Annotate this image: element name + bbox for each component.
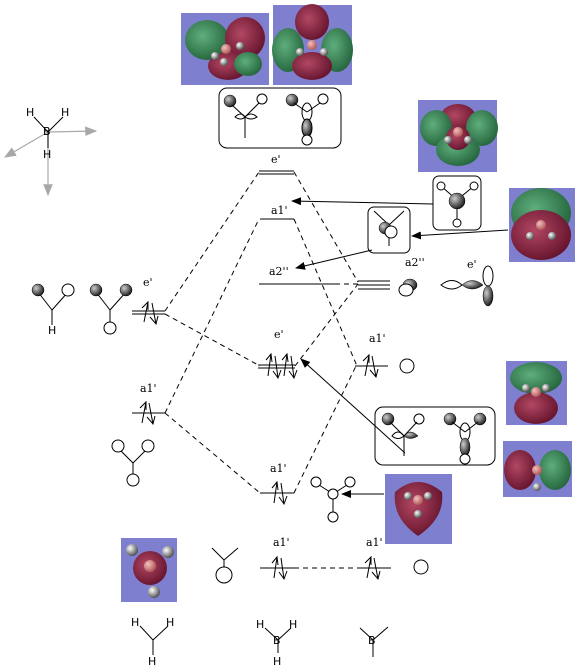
- electron-arrows-left: [139, 300, 159, 426]
- bottom-b-atom: B: [368, 634, 376, 647]
- left-label-e: e': [143, 276, 153, 289]
- orbital-render-a1-upper-right: [509, 188, 575, 262]
- level-label-a2: a2'': [269, 265, 289, 278]
- left-e1-h-label: H: [48, 324, 56, 337]
- bottom-b-fragment: B: [359, 626, 389, 657]
- orbital-render-e-mid-bottom: [503, 441, 572, 497]
- bottom-bh3-h1: H: [256, 618, 264, 631]
- axis-atom-b: B: [43, 125, 51, 138]
- axis-atom-h2: H: [61, 106, 69, 119]
- orbital-render-a1-bottom: [121, 538, 177, 602]
- mo-levels: [258, 170, 335, 569]
- axis-diagram: H H B H: [3, 106, 98, 197]
- bottom-bh3-b: B: [273, 634, 281, 647]
- electron-arrows-right: [362, 353, 381, 581]
- left-label-a1: a1': [140, 382, 157, 395]
- right-fragment-orbital-icons: [398, 265, 494, 575]
- a2-schematic-box: [367, 206, 411, 254]
- bottom-bh3-h3: H: [273, 655, 281, 668]
- orbital-render-a1-lower: [385, 474, 452, 544]
- right-label-a1-bottom: a1': [366, 536, 383, 549]
- level-label-e-mid: e': [274, 328, 284, 341]
- bottom-bh3-h2: H: [289, 618, 297, 631]
- right-fragment-levels: a2'' e' a1' a1': [355, 256, 477, 569]
- a1-lower-schematic: [310, 476, 356, 523]
- bottom-h3-h1: H: [131, 616, 139, 629]
- level-label-a1-bottom: a1': [273, 536, 290, 549]
- left-h3-fragment-a1: [111, 439, 155, 487]
- bottom-h3-h2: H: [166, 616, 174, 629]
- right-label-e: e': [467, 258, 477, 271]
- e-prime-schematic-box: [218, 87, 342, 149]
- electron-arrows-center: [265, 352, 298, 581]
- level-label-a1-upper: a1': [271, 204, 288, 217]
- right-label-a2: a2'': [405, 256, 425, 269]
- axis-atom-h1: H: [26, 106, 34, 119]
- level-label-a1-lower: a1': [270, 462, 287, 475]
- level-label-e-top: e': [271, 153, 281, 166]
- right-label-a1-mid: a1': [369, 332, 386, 345]
- mo-labels: e' a1' a2'' e' a1' a1': [269, 153, 290, 549]
- axis-atom-h3: H: [43, 148, 51, 161]
- bottom-h3-molecule: H H H: [131, 616, 174, 668]
- orbital-render-e-top-left: [181, 13, 269, 85]
- left-h3-fragment-e: H: [31, 283, 133, 337]
- orbital-render-e-top-right: [272, 4, 353, 85]
- a1-upper-schematic-box: [432, 175, 482, 231]
- correlation-lines: [164, 171, 359, 569]
- e-prime-mid-schematic-box: [374, 406, 496, 466]
- orbital-render-e-mid-top: [506, 361, 567, 425]
- orbital-render-a2-right: [418, 100, 498, 172]
- bottom-h3-h3: H: [148, 655, 156, 668]
- bottom-bh3-molecule: B H H H: [256, 618, 297, 668]
- a1-bottom-schematic: [211, 547, 239, 584]
- pointer-arrows: [291, 197, 509, 498]
- left-fragment-levels: e' a1': [132, 276, 165, 414]
